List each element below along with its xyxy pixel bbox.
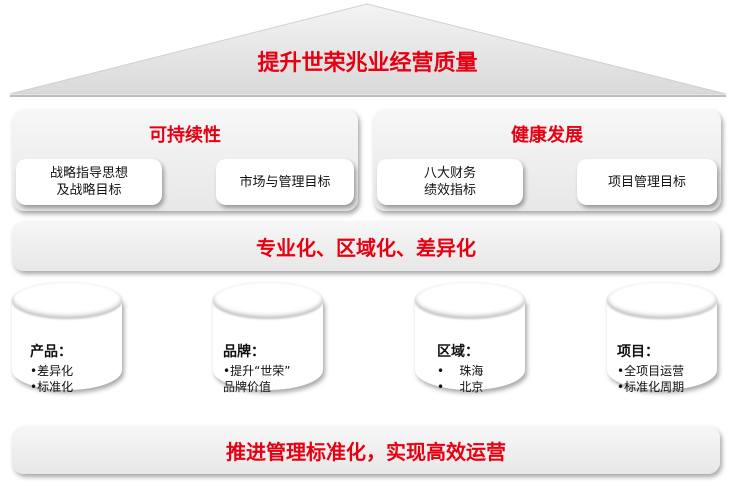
cylinder-product: 产品： •差异化 •标准化: [12, 282, 122, 414]
cylinder-line: • 北京: [437, 380, 484, 394]
cylinder-project: 项目： •全项目运营 •标准化周期: [607, 282, 717, 414]
pillar-healthy-development: 健康发展 八大财务 绩效指标 项目管理目标: [373, 109, 721, 211]
pillar-item: 项目管理目标: [577, 159, 717, 205]
cylinder-title: 产品：: [30, 344, 72, 360]
cylinder-line: •全项目运营: [617, 364, 685, 378]
cylinder-title: 项目：: [617, 344, 659, 360]
roof-title: 提升世荣兆业经营质量: [257, 51, 478, 76]
pillar-title: 可持续性: [149, 125, 221, 146]
cylinder-line: • 珠海: [437, 364, 484, 378]
cylinder-title: 品牌：: [223, 344, 265, 360]
cylinder-brand: 品牌： •提升“世荣” 品牌价值: [213, 282, 323, 414]
cylinder-line: •标准化周期: [617, 380, 685, 394]
cylinder-line: •提升“世荣”: [223, 364, 291, 378]
middle-bar-text: 专业化、区域化、差异化: [256, 235, 476, 260]
cylinder-line: •标准化: [30, 380, 74, 394]
roof-shape: [9, 3, 727, 97]
foundation-bar: 推进管理标准化，实现高效运营: [12, 426, 720, 474]
pillar-item: 市场与管理目标: [216, 159, 354, 205]
middle-bar: 专业化、区域化、差异化: [12, 221, 720, 271]
cylinder-line: •差异化: [30, 364, 74, 378]
pillar-item: 八大财务 绩效指标: [377, 159, 523, 205]
cylinder-region: 区域： • 珠海 • 北京: [415, 282, 525, 414]
pillar-item: 战略指导思想 及战略目标: [16, 159, 162, 205]
pillar-sustainability: 可持续性 战略指导思想 及战略目标 市场与管理目标: [12, 109, 358, 211]
pillar-title: 健康发展: [511, 125, 583, 146]
cylinder-line: 品牌价值: [223, 380, 272, 394]
foundation-text: 推进管理标准化，实现高效运营: [226, 439, 506, 464]
cylinder-title: 区域：: [437, 344, 479, 360]
